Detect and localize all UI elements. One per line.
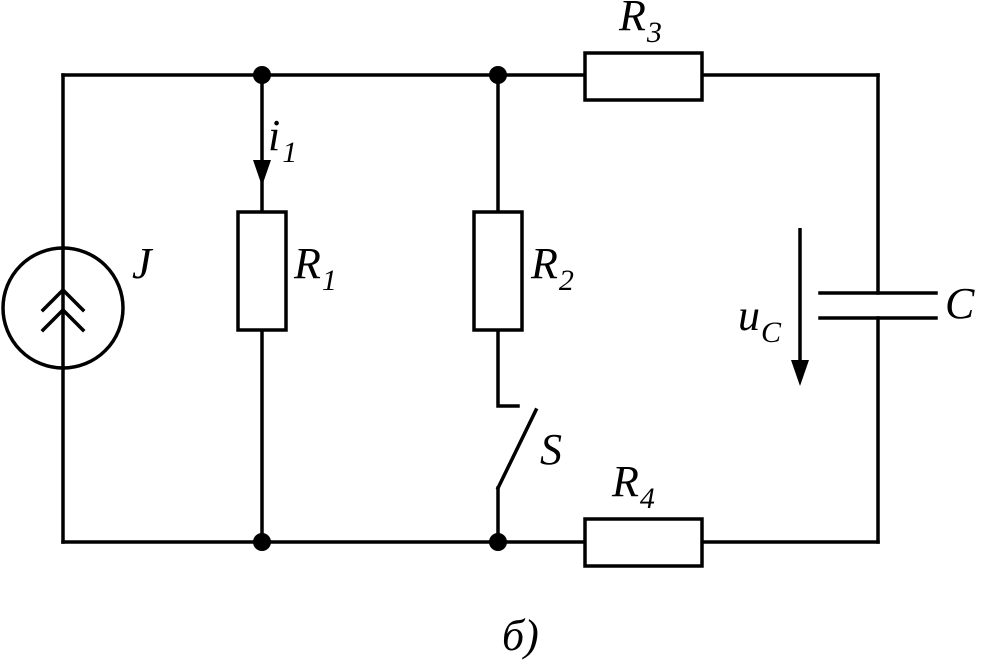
label-r4-sub: 4	[640, 482, 655, 515]
switch-blade	[495, 407, 539, 491]
wires	[61, 73, 880, 544]
label-r4-main: R	[611, 457, 639, 506]
label-r2-main: R	[530, 239, 558, 288]
label-r3-main: R	[618, 0, 646, 40]
label-r1-sub: 1	[322, 264, 337, 297]
node-top-mid	[489, 66, 507, 84]
resistor-r4	[583, 517, 704, 568]
voltage-arrow-uc	[791, 228, 809, 386]
label-j: J	[132, 239, 154, 288]
node-top-left	[253, 66, 271, 84]
label-r2-sub: 2	[559, 264, 574, 297]
nodes	[253, 66, 507, 551]
resistor-r3	[583, 51, 704, 102]
node-bottom-mid	[489, 533, 507, 551]
current-source	[1, 246, 125, 370]
label-r1: R1	[293, 239, 337, 297]
label-uc: uC	[738, 291, 782, 349]
resistor-r1	[236, 210, 288, 332]
label-i1: i1	[268, 111, 297, 169]
label-s: S	[540, 425, 562, 474]
label-uc-sub: C	[761, 316, 782, 349]
label-i1-main: i	[268, 111, 280, 160]
arrow-uc-head	[791, 360, 809, 386]
label-uc-main: u	[738, 291, 760, 340]
r2-wire-bottom	[496, 328, 520, 408]
current-source-chevron-top	[40, 287, 86, 313]
current-arrow-i1	[253, 160, 271, 186]
label-c: C	[945, 279, 975, 328]
label-r3-sub: 3	[646, 16, 662, 49]
figure-caption: б)	[502, 611, 539, 660]
label-r1-main: R	[293, 239, 321, 288]
label-r3: R3	[618, 0, 662, 49]
resistor-r2	[472, 210, 524, 332]
node-bottom-left	[253, 533, 271, 551]
label-r2: R2	[530, 239, 574, 297]
current-source-chevron-bottom	[40, 307, 86, 333]
label-r4: R4	[611, 457, 655, 515]
label-i1-sub: 1	[282, 136, 297, 169]
arrow-i1-head	[253, 160, 271, 186]
